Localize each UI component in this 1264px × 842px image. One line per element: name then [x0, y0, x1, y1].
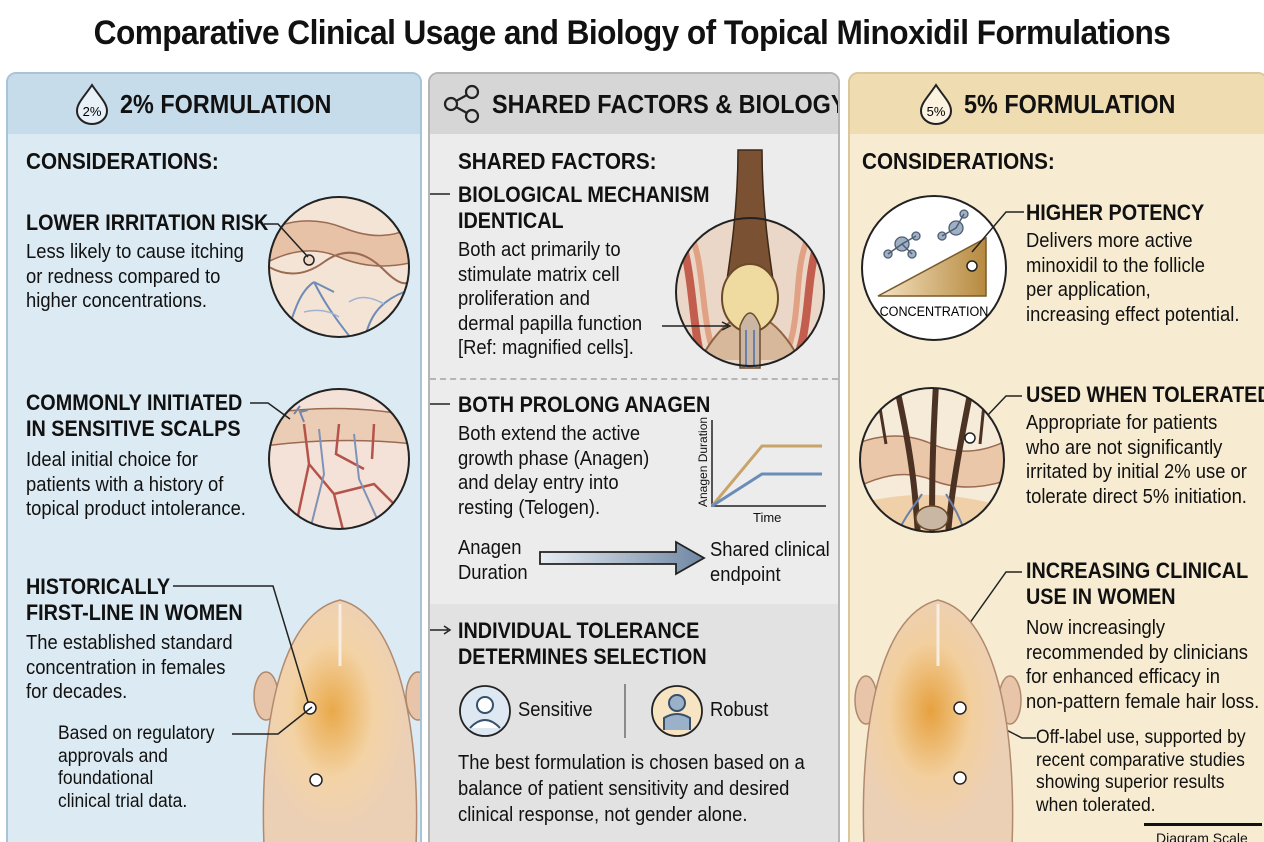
column-header-text: 2% FORMULATION [119, 88, 331, 119]
column-header-text: 5% FORMULATION [963, 88, 1175, 119]
item-body-used-when-tolerated: Appropriate for patients who are not sig… [1026, 412, 1247, 508]
item-body-prolong-anagen: Both extend the active growth phase (Ana… [458, 423, 650, 519]
item-body-first-line-women: The established standard concentration i… [26, 632, 233, 703]
column-header-5-percent: 5% 5% FORMULATION [850, 74, 1264, 134]
graph-ylabel: Anagen Duration [696, 416, 710, 507]
follicle-cross-section-illustration [859, 387, 1005, 533]
scale-label: Diagram Scale [1156, 830, 1248, 842]
item-title-higher-potency: HIGHER POTENCY [1026, 200, 1205, 225]
sensitive-label: Sensitive [518, 699, 593, 721]
droplet-label: 2% [82, 104, 101, 119]
graph-xlabel: Time [753, 510, 782, 525]
callout-lines-3 [173, 585, 313, 735]
hair-follicle-illustration [675, 149, 825, 369]
sensitive-person-icon [459, 685, 511, 737]
scalp-top-view-illustration [854, 599, 1022, 842]
column-2-percent: 2% 2% FORMULATION CONSIDERATIONS: LOWER … [6, 72, 422, 842]
robust-person-icon [651, 685, 703, 737]
droplet-icon: 5% [919, 83, 952, 125]
regulatory-note: Based on regulatory approvals and founda… [58, 723, 215, 812]
flow-from-label: Anagen Duration [458, 537, 528, 584]
scalp-vessel-illustration [268, 388, 410, 530]
item-title-individual-tolerance: INDIVIDUAL TOLERANCE DETERMINES SELECTIO… [458, 618, 707, 669]
item-body-sensitive-scalps: Ideal initial choice for patients with a… [26, 449, 246, 520]
column-header-shared: SHARED FACTORS & BIOLOGY [430, 74, 838, 134]
concentration-illustration: CONCENTRATION [861, 195, 1007, 341]
flow-to-label: Shared clinical endpoint [710, 539, 830, 586]
section-bracket-lines [430, 193, 452, 635]
concentration-label: CONCENTRATION [880, 303, 989, 319]
callout-arrow [662, 321, 732, 331]
flow-arrow [539, 540, 706, 576]
considerations-heading: CONSIDERATIONS: [26, 148, 219, 174]
scale-bar [1144, 823, 1262, 826]
off-label-note: Off-label use, supported by recent compa… [1036, 727, 1246, 816]
column-shared: SHARED FACTORS & BIOLOGY SHARED FACTORS:… [428, 72, 840, 842]
column-header-text: SHARED FACTORS & BIOLOGY [492, 88, 840, 119]
item-title-used-when-tolerated: USED WHEN TOLERATED [1026, 382, 1264, 407]
item-title-prolong-anagen: BOTH PROLONG ANAGEN [458, 392, 711, 417]
item-title-first-line-women: HISTORICALLY FIRST-LINE IN WOMEN [26, 574, 243, 625]
robust-label: Robust [710, 699, 769, 721]
skin-layer-illustration [268, 196, 410, 338]
item-title-increasing-use-women: INCREASING CLINICAL USE IN WOMEN [1026, 558, 1249, 609]
item-body-mechanism: Both act primarily to stimulate matrix c… [458, 239, 643, 359]
droplet-icon: 2% [75, 83, 108, 125]
shared-factors-heading: SHARED FACTORS: [458, 148, 657, 174]
share-nodes-icon [443, 84, 480, 124]
item-body-lower-irritation: Less likely to cause itching or redness … [26, 241, 244, 312]
scalp-top-view-illustration [253, 599, 420, 842]
item-body-individual-tolerance: The best formulation is chosen based on … [458, 752, 805, 826]
item-title-mechanism: BIOLOGICAL MECHANISM IDENTICAL [458, 182, 710, 233]
callout-line-2 [250, 402, 291, 420]
item-title-lower-irritation: LOWER IRRITATION RISK [26, 210, 269, 235]
considerations-heading: CONSIDERATIONS: [862, 148, 1055, 174]
comparison-divider [624, 684, 626, 738]
column-5-percent: 5% 5% FORMULATION CONSIDERATIONS: CONCEN… [848, 72, 1264, 842]
droplet-label: 5% [926, 104, 945, 119]
anagen-duration-graph [710, 420, 826, 508]
section-divider [430, 378, 838, 380]
item-body-higher-potency: Delivers more active minoxidil to the fo… [1026, 230, 1240, 326]
item-body-increasing-use-women: Now increasingly recommended by clinicia… [1026, 617, 1260, 713]
column-header-2-percent: 2% 2% FORMULATION [8, 74, 420, 134]
item-title-sensitive-scalps: COMMONLY INITIATED IN SENSITIVE SCALPS [26, 390, 243, 441]
callout-line [264, 223, 309, 258]
page-title: Comparative Clinical Usage and Biology o… [93, 14, 1171, 52]
